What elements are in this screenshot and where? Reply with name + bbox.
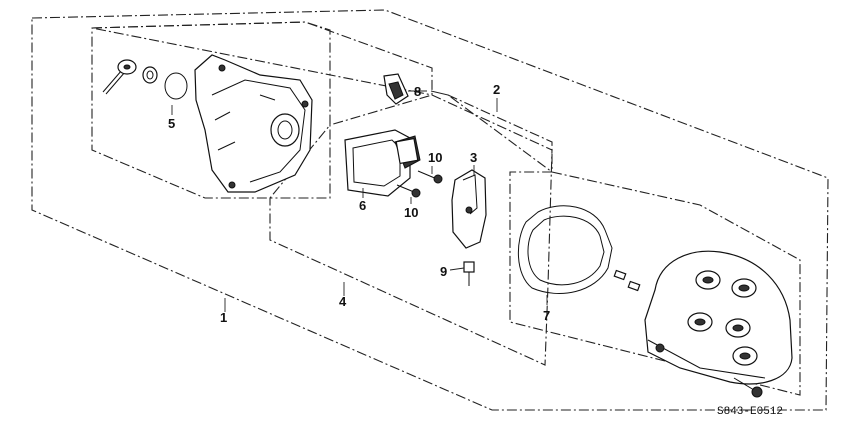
shaft-pin-part [102,59,137,95]
callout-5: 5 [168,116,175,131]
screw-part-10a [417,170,443,184]
cap-bolt-part [733,377,763,398]
diagram-code: S843-E0512 [717,406,783,418]
callout-8: 8 [414,84,421,99]
washer-part [142,66,158,84]
callout-3: 3 [470,150,477,165]
screw-part-10b [396,184,421,198]
assembly-1-outline [31,9,829,411]
callout-6: 6 [359,198,366,213]
cap-small-screws [613,269,641,292]
screw-part-9 [463,261,475,286]
distributor-cap-part [644,250,793,385]
callout-7: 7 [543,308,550,323]
callout-10b: 10 [404,205,418,220]
callout-2: 2 [493,82,500,97]
cap-gasket-part-7 [517,205,613,295]
igniter-unit-part-6 [344,129,421,197]
callout-1: 1 [220,310,227,325]
callout-4: 4 [339,294,347,309]
callout-10a: 10 [428,150,442,165]
leader-lines [171,90,548,312]
rotor-part-3 [451,169,487,249]
o-ring-part [164,72,188,100]
assembly-2-outline [447,94,801,396]
distributor-housing-part [194,54,313,193]
callout-9: 9 [440,264,447,279]
seal-part-8 [383,73,409,105]
